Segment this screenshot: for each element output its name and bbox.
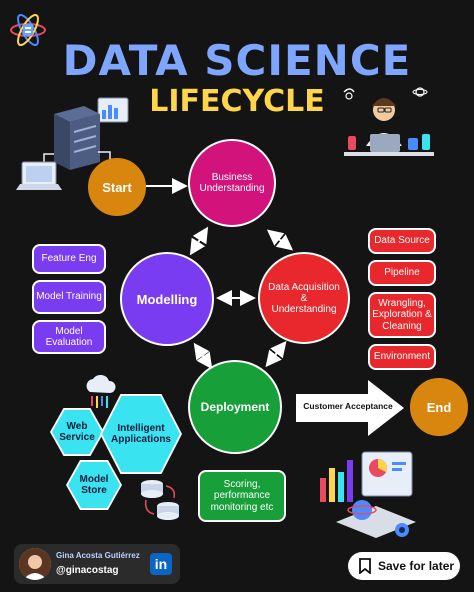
business-understanding-node: Business Understanding	[188, 139, 276, 227]
task-feature-eng: Feature Eng	[32, 244, 106, 274]
bookmark-icon	[358, 558, 372, 575]
save-for-later-button[interactable]: Save for later	[348, 552, 460, 580]
server-laptop-illustration	[14, 92, 134, 202]
hex-web-service: Web Service	[52, 410, 102, 454]
task-wrangling: Wrangling, Exploration & Cleaning	[368, 292, 436, 338]
task-data-source: Data Source	[368, 228, 436, 254]
save-for-later-label: Save for later	[378, 559, 455, 573]
database-icon	[136, 478, 186, 524]
linkedin-icon[interactable]: in	[150, 553, 172, 575]
task-environment: Environment	[368, 344, 436, 370]
author-name: Gina Acosta Gutiérrez	[56, 551, 140, 560]
data-scientist-illustration	[338, 84, 438, 162]
task-model-training: Model Training	[32, 280, 106, 314]
modelling-node: Modelling	[120, 252, 214, 346]
task-pipeline: Pipeline	[368, 260, 436, 286]
cloud-icon	[80, 372, 120, 412]
arrow-business-modelling	[189, 226, 209, 256]
arrow-modelling-deployment	[193, 342, 213, 370]
avatar	[19, 548, 51, 580]
analytics-illustration	[316, 448, 422, 544]
page-title: DATA SCIENCE	[62, 36, 412, 85]
deployment-node: Deployment	[188, 360, 282, 454]
arrow-acquisition-deployment	[265, 340, 287, 368]
task-model-evaluation: Model Evaluation	[32, 320, 106, 354]
author-handle: @ginacostag	[56, 565, 119, 576]
data-acquisition-node: Data Acquisition & Understanding	[258, 252, 350, 344]
atom-icon	[8, 10, 48, 50]
customer-acceptance-label: Customer Acceptance	[303, 401, 393, 411]
scoring-box: Scoring, performance monitoring etc	[198, 470, 286, 522]
start-node: Start	[88, 158, 146, 216]
end-node: End	[410, 378, 468, 436]
customer-acceptance-arrow	[296, 380, 406, 436]
page-subtitle: LIFECYCLE	[149, 84, 325, 119]
arrow-business-acquisition	[266, 229, 294, 251]
